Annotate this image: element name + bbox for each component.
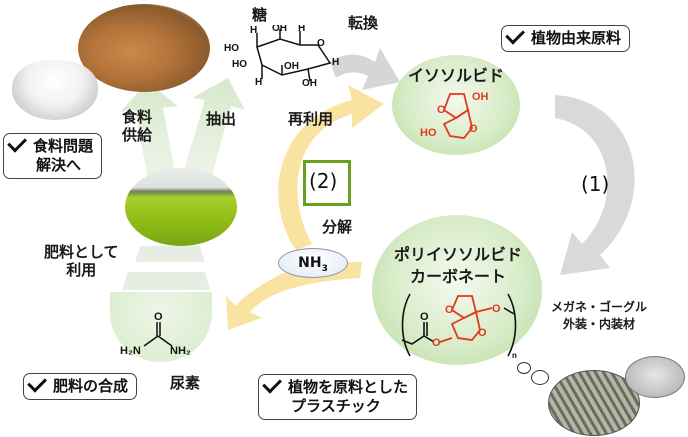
svg-text:O: O <box>317 38 325 49</box>
plant-origin-callout: 植物由来原料 <box>501 24 631 52</box>
sugar-structure: H OH H HO HO O H OH H OH <box>224 25 339 87</box>
svg-text:HO: HO <box>420 127 437 139</box>
svg-text:HO: HO <box>232 59 247 70</box>
isosorbide-structure: O O OH HO <box>420 91 489 139</box>
bread-photo <box>78 4 210 92</box>
decomposition-label: 分解 <box>322 218 353 236</box>
check-icon <box>505 24 525 45</box>
step1-arrow <box>555 95 635 275</box>
svg-text:O: O <box>478 327 487 339</box>
svg-text:H: H <box>332 57 339 68</box>
sugar-label: 糖 <box>252 6 268 24</box>
check-icon <box>262 373 282 394</box>
polycarbonate-structure: O O O O O n <box>401 293 517 360</box>
thought-bubble-medium <box>531 370 549 385</box>
step2-box <box>303 160 351 206</box>
rice-field-photo <box>125 168 237 246</box>
lens-photo-small <box>625 356 685 398</box>
svg-text:O: O <box>420 311 429 323</box>
isosorbide-bubble <box>392 55 520 155</box>
svg-text:OH: OH <box>272 25 287 34</box>
svg-text:O: O <box>492 303 501 315</box>
svg-text:NH₂: NH₂ <box>170 345 191 357</box>
svg-text:H: H <box>255 77 262 87</box>
fertilizer-synthesis-callout: 肥料の合成 <box>23 372 138 400</box>
isosorbide-title: イソソルビド <box>408 66 505 85</box>
food-supply-label: 食料供給 <box>122 108 153 144</box>
decomposition-arrow <box>226 262 362 330</box>
step1-marker: (1) <box>581 172 610 196</box>
reuse-label: 再利用 <box>288 110 334 128</box>
extraction-label: 抽出 <box>206 110 237 128</box>
food-supply-arrow <box>120 82 178 190</box>
applications-label: メガネ・ゴーグル外装・内装材 <box>551 300 648 331</box>
conversion-arrow <box>330 48 400 90</box>
urea-structure: O H₂N NH₂ <box>120 311 191 357</box>
extraction-arrow <box>178 78 245 190</box>
food-problem-callout: 食料問題 解決へ <box>3 132 103 179</box>
svg-text:H: H <box>298 25 305 34</box>
svg-text:O: O <box>445 304 454 316</box>
svg-text:O: O <box>154 311 163 323</box>
urea-label: 尿素 <box>170 374 201 392</box>
thought-bubble-small <box>517 362 531 374</box>
conversion-label: 転換 <box>348 14 379 32</box>
lens-photo-large <box>548 370 640 436</box>
svg-text:OH: OH <box>302 78 317 87</box>
fertilizer-stripe-1 <box>135 246 205 262</box>
step2-marker: (2) <box>309 169 338 193</box>
svg-text:O: O <box>437 104 446 116</box>
plant-plastic-callout: 植物を原料とした プラスチック <box>258 373 418 420</box>
check-icon <box>7 132 27 153</box>
svg-text:OH: OH <box>472 91 489 103</box>
reuse-arrow <box>278 85 384 250</box>
fertilizer-stripe-2 <box>122 272 210 290</box>
svg-text:H₂N: H₂N <box>120 345 141 357</box>
svg-text:O: O <box>432 337 441 349</box>
fertilizer-use-label: 肥料として利用 <box>44 243 119 279</box>
svg-text:O: O <box>469 123 478 135</box>
ammonia-node: NH3 <box>278 248 348 278</box>
polycarbonate-title: ポリイソソルビドカーボネート <box>393 245 522 286</box>
svg-text:HO: HO <box>224 43 239 54</box>
svg-text:n: n <box>512 351 517 360</box>
check-icon <box>27 372 47 393</box>
rice-bowl-photo <box>12 60 98 120</box>
svg-text:OH: OH <box>284 61 299 72</box>
svg-text:H: H <box>250 25 257 36</box>
